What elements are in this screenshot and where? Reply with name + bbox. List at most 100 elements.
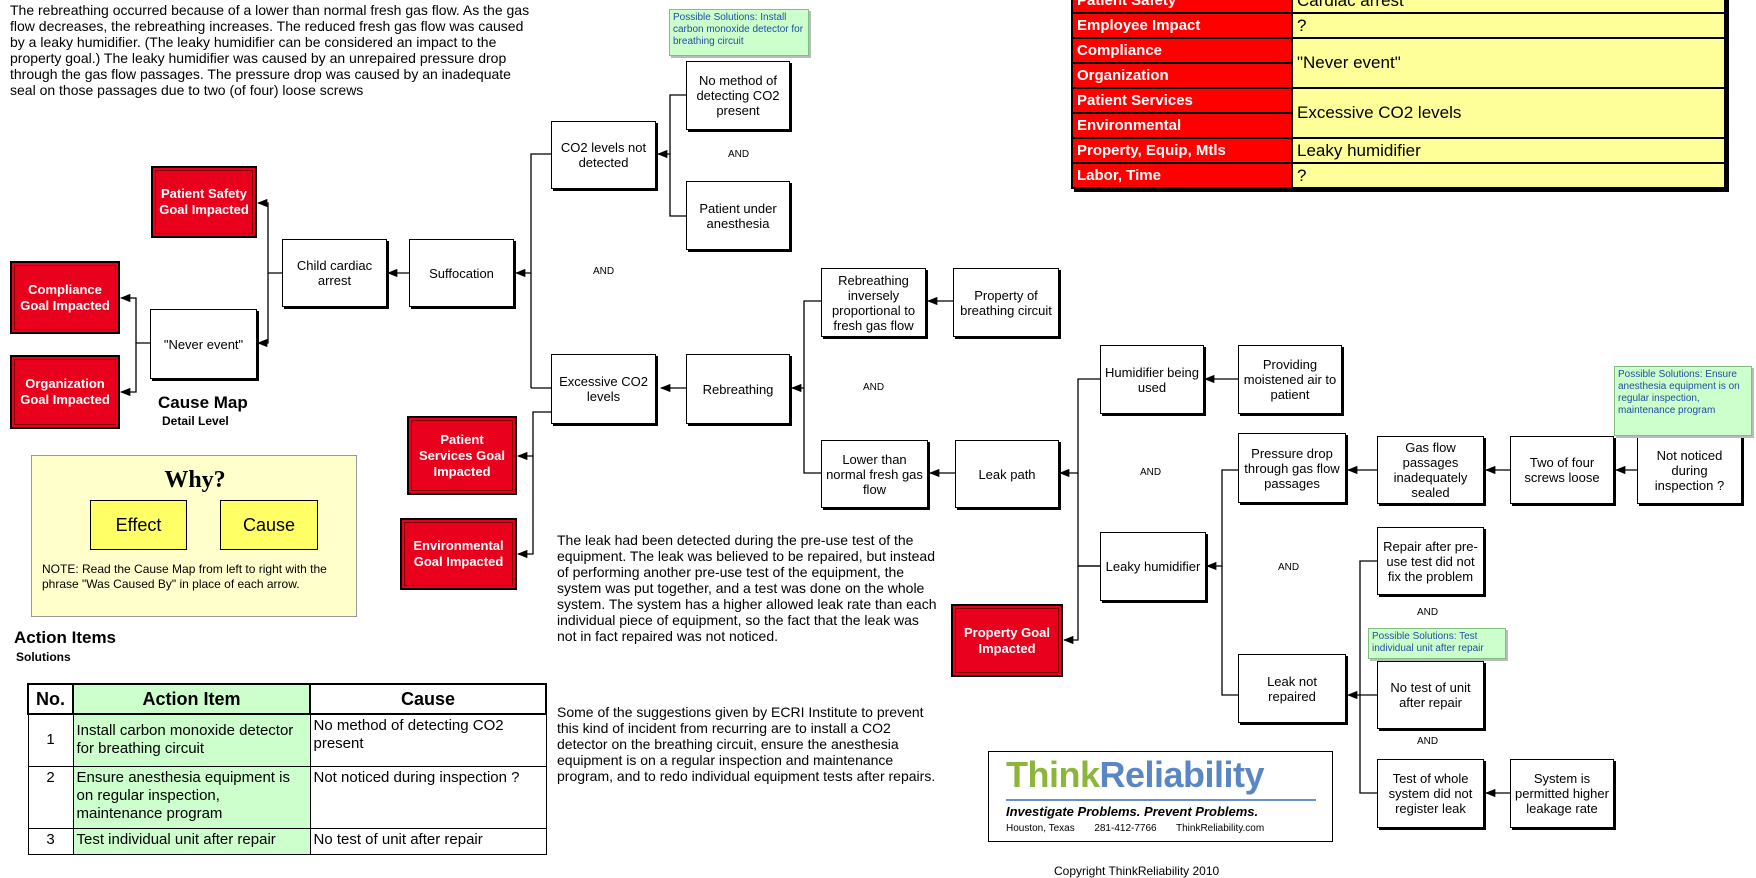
- action-items-table: No. Action Item Cause 1 Install carbon m…: [27, 683, 547, 855]
- action-items-subtitle: Solutions: [16, 650, 71, 664]
- why-cause-box: Cause: [220, 500, 318, 550]
- row-cause: Not noticed during inspection ?: [309, 765, 547, 829]
- and-label: AND: [863, 382, 885, 393]
- node-lower-gas-flow: Lower than normal fresh gas flow: [821, 440, 928, 508]
- header-no: No.: [27, 683, 74, 715]
- link-co2nd-to-suffocation: [514, 153, 551, 278]
- impact-key: Labor, Time: [1071, 162, 1293, 189]
- why-legend-box: Why? Effect Cause NOTE: Read the Cause M…: [31, 455, 357, 617]
- cause-map-title: Cause Map: [158, 393, 248, 412]
- solution-inspection: Possible Solutions: Ensure anesthesia eq…: [1614, 366, 1752, 436]
- node-not-noticed: Not noticed during inspection ?: [1637, 436, 1742, 504]
- node-test-whole-system: Test of whole system did not register le…: [1377, 759, 1484, 828]
- table-row: Environmental: [1071, 112, 1725, 139]
- logo-site: ThinkReliability.com: [1175, 823, 1265, 834]
- goal-patient-services: Patient Services Goal Impacted: [407, 416, 517, 495]
- node-rebreathing-inverse: Rebreathing inversely proportional to fr…: [821, 268, 926, 337]
- row-cause: No method of detecting CO2 present: [309, 713, 547, 767]
- node-never-event: "Never event": [150, 309, 257, 379]
- row-number: 1: [27, 713, 74, 767]
- link-child-to-never: [256, 273, 269, 348]
- why-effect-box: Effect: [90, 500, 187, 550]
- node-moistened-air: Providing moistened air to patient: [1238, 345, 1342, 414]
- and-label: AND: [1278, 562, 1300, 573]
- link-inverse-to-rebreathing: [790, 300, 821, 393]
- link-humidifier-to-leakpath: [1058, 378, 1100, 478]
- why-note: NOTE: Read the Cause Map from left to ri…: [42, 562, 327, 591]
- impact-table: Patient Safety Cardiac arrest Employee I…: [1071, 0, 1726, 189]
- impact-key: Compliance: [1071, 37, 1293, 64]
- row-number: 3: [27, 827, 74, 855]
- row-action-item: Test individual unit after repair: [72, 827, 311, 855]
- link-leaky-to-property: [1062, 565, 1100, 645]
- node-suffocation: Suffocation: [409, 239, 514, 307]
- and-label: AND: [1417, 736, 1439, 747]
- logo-rule: [1006, 799, 1316, 801]
- logo-think: Think: [1006, 754, 1100, 795]
- node-higher-leakage: System is permitted higher leakage rate: [1510, 759, 1614, 828]
- impact-key: Organization: [1071, 62, 1293, 89]
- goal-patient-safety: Patient Safety Goal Impacted: [151, 166, 257, 238]
- solution-co2-detector: Possible Solutions: Install carbon monox…: [669, 9, 809, 56]
- table-row: Patient Services Excessive CO2 levels: [1071, 87, 1726, 139]
- why-title: Why?: [164, 467, 226, 493]
- table-row: 3 Test individual unit after repair No t…: [27, 827, 547, 855]
- solution-test-unit: Possible Solutions: Test individual unit…: [1368, 628, 1506, 659]
- node-leak-path: Leak path: [955, 440, 1059, 508]
- impact-value: Cardiac arrest: [1291, 0, 1726, 14]
- and-label: AND: [728, 149, 750, 160]
- and-label: AND: [1417, 607, 1439, 618]
- table-row: 1 Install carbon monoxide detector for b…: [27, 713, 547, 767]
- logo-contact: Houston, Texas 281-412-7766 ThinkReliabi…: [1006, 823, 1264, 834]
- action-items-title: Action Items: [14, 628, 117, 647]
- table-row: Compliance "Never event": [1071, 37, 1726, 89]
- node-humidifier-used: Humidifier being used: [1100, 345, 1204, 414]
- link-nomethod-to-co2nd: [656, 94, 686, 159]
- logo-phone: 281-412-7766: [1094, 823, 1157, 834]
- link-pressure-to-leaky: [1205, 469, 1238, 571]
- header-action-item: Action Item: [72, 683, 311, 715]
- node-patient-anesthesia: Patient under anesthesia: [686, 181, 790, 250]
- ecri-paragraph: Some of the suggestions given by ECRI In…: [557, 704, 936, 784]
- table-row: Employee Impact ?: [1071, 12, 1726, 39]
- link-never-to-organization: [119, 343, 137, 397]
- node-child-cardiac-arrest: Child cardiac arrest: [282, 239, 387, 307]
- table-row: Patient Safety Cardiac arrest: [1071, 0, 1726, 14]
- table-row: Labor, Time ?: [1071, 162, 1726, 189]
- node-excessive-co2: Excessive CO2 levels: [551, 354, 656, 424]
- goal-compliance: Compliance Goal Impacted: [10, 261, 120, 334]
- impact-value: ?: [1291, 162, 1726, 189]
- and-label: AND: [1140, 467, 1162, 478]
- node-leak-not-repaired: Leak not repaired: [1238, 654, 1346, 723]
- cause-map-subtitle: Detail Level: [162, 414, 229, 428]
- impact-key: Patient Services: [1071, 87, 1293, 114]
- impact-key: Employee Impact: [1071, 12, 1293, 39]
- and-label: AND: [593, 266, 615, 277]
- impact-value: Excessive CO2 levels: [1291, 87, 1726, 139]
- table-row: Organization: [1071, 62, 1725, 89]
- node-leaky-humidifier: Leaky humidifier: [1100, 532, 1206, 601]
- impact-value: Leaky humidifier: [1291, 137, 1726, 164]
- link-child-to-safety: [256, 198, 282, 274]
- goal-property: Property Goal Impacted: [951, 604, 1063, 677]
- logo-city: Houston, Texas: [1006, 823, 1075, 834]
- table-row: 2 Ensure anesthesia equipment is on regu…: [27, 765, 547, 829]
- node-co2-not-detected: CO2 levels not detected: [551, 121, 656, 189]
- link-never-to-compliance: [119, 293, 150, 344]
- impact-value: ?: [1291, 12, 1726, 39]
- row-cause: No test of unit after repair: [309, 827, 547, 855]
- link-excess-to-services: [516, 411, 551, 461]
- logo-tagline: Investigate Problems. Prevent Problems.: [1006, 804, 1259, 819]
- goal-environmental: Environmental Goal Impacted: [400, 518, 517, 590]
- logo-reliability: Reliability: [1099, 754, 1265, 795]
- node-repair-no-fix: Repair after pre-use test did not fix th…: [1377, 527, 1484, 595]
- link-excess-to-environmental: [516, 456, 534, 559]
- node-rebreathing: Rebreathing: [686, 354, 790, 424]
- impact-key: Environmental: [1071, 112, 1293, 139]
- impact-key: Property, Equip, Mtls: [1071, 137, 1293, 164]
- node-inadequately-sealed: Gas flow passages inadequately sealed: [1377, 436, 1484, 504]
- impact-key: Patient Safety: [1071, 0, 1293, 14]
- header-cause: Cause: [309, 683, 547, 715]
- copyright: Copyright ThinkReliability 2010: [1054, 864, 1220, 878]
